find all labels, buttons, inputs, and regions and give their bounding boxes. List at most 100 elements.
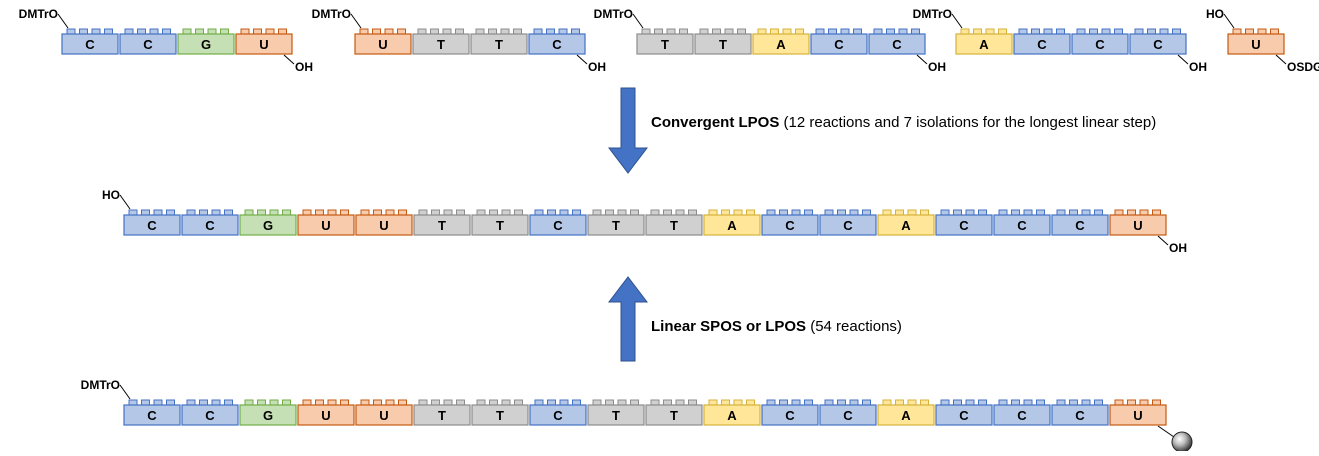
base-block-C: C <box>819 209 877 236</box>
up-arrow-icon <box>607 276 649 362</box>
base-letter: C <box>1037 37 1047 52</box>
base-letter: U <box>379 408 388 423</box>
base-block-A: A <box>877 399 935 426</box>
base-block-U: U <box>354 28 412 55</box>
base-block-T: T <box>412 28 470 55</box>
five-prime-bond <box>350 13 362 29</box>
base-block-T: T <box>470 28 528 55</box>
five-prime-bond <box>119 194 131 210</box>
five-prime-group: DMTrO <box>913 7 952 21</box>
base-letter: T <box>438 218 446 233</box>
base-block-T: T <box>587 399 645 426</box>
base-letter: C <box>85 37 95 52</box>
five-prime-bond <box>632 13 644 29</box>
base-block-C: C <box>528 28 586 55</box>
base-letter: C <box>843 408 853 423</box>
base-block-C: C <box>1051 209 1109 236</box>
base-block-U: U <box>1109 399 1167 426</box>
base-letter: U <box>1133 218 1142 233</box>
three-prime-bond <box>916 54 928 65</box>
convergent-lpos-detail: (12 reactions and 7 isolations for the l… <box>779 114 1157 131</box>
base-letter: C <box>785 218 795 233</box>
base-block-A: A <box>703 399 761 426</box>
base-letter: U <box>378 37 387 52</box>
three-prime-group: OH <box>1169 241 1187 255</box>
base-block-T: T <box>413 209 471 236</box>
five-prime-bond <box>57 13 69 29</box>
base-block-C: C <box>868 28 926 55</box>
five-prime-group: HO <box>1206 7 1224 21</box>
base-block-T: T <box>645 399 703 426</box>
fragment-4: A C C C DMTrO OH <box>913 7 1207 74</box>
base-letter: U <box>321 408 330 423</box>
base-block-U: U <box>1109 209 1167 236</box>
base-letter: G <box>263 218 273 233</box>
base-letter: T <box>670 218 678 233</box>
linear-synthesis-detail: (54 reactions) <box>806 318 902 335</box>
base-letter: G <box>263 408 273 423</box>
base-letter: U <box>1133 408 1142 423</box>
five-prime-bond <box>119 384 131 400</box>
base-block-T: T <box>471 399 529 426</box>
base-letter: C <box>205 408 215 423</box>
base-block-A: A <box>752 28 810 55</box>
base-block-C: C <box>935 209 993 236</box>
base-letter: C <box>143 37 153 52</box>
base-letter: A <box>727 218 737 233</box>
base-letter: C <box>834 37 844 52</box>
base-block-C: C <box>1129 28 1187 55</box>
base-letter: T <box>719 37 727 52</box>
five-prime-group: DMTrO <box>312 7 351 21</box>
base-letter: T <box>495 37 503 52</box>
base-letter: C <box>892 37 902 52</box>
base-block-C: C <box>529 399 587 426</box>
three-prime-bond <box>283 54 295 65</box>
base-block-C: C <box>529 209 587 236</box>
base-block-C: C <box>810 28 868 55</box>
base-block-T: T <box>471 209 529 236</box>
base-block-C: C <box>935 399 993 426</box>
support-linker <box>1157 425 1175 438</box>
base-letter: A <box>776 37 786 52</box>
base-letter: C <box>1095 37 1105 52</box>
base-block-C: C <box>181 209 239 236</box>
base-letter: C <box>1153 37 1163 52</box>
base-letter: C <box>553 218 563 233</box>
three-prime-bond <box>576 54 588 65</box>
convergent-lpos-title: Convergent LPOS <box>651 114 780 131</box>
base-block-T: T <box>587 209 645 236</box>
base-letter: C <box>552 37 562 52</box>
base-letter: C <box>1017 408 1027 423</box>
base-block-G: G <box>177 28 235 55</box>
base-block-T: T <box>636 28 694 55</box>
base-block-T: T <box>694 28 752 55</box>
base-block-A: A <box>877 209 935 236</box>
base-letter: C <box>205 218 215 233</box>
base-block-A: A <box>955 28 1013 55</box>
base-block-C: C <box>993 399 1051 426</box>
down-arrow-icon <box>607 87 649 174</box>
base-block-U: U <box>355 399 413 426</box>
base-block-G: G <box>239 399 297 426</box>
five-prime-bond <box>951 13 963 29</box>
base-letter: C <box>1075 408 1085 423</box>
five-prime-group: HO <box>102 188 120 202</box>
base-letter: T <box>496 408 504 423</box>
base-letter: C <box>959 218 969 233</box>
linear-synthesis-title: Linear SPOS or LPOS <box>651 318 807 335</box>
base-letter: T <box>438 408 446 423</box>
base-letter: T <box>612 408 620 423</box>
base-letter: A <box>979 37 989 52</box>
base-letter: A <box>727 408 737 423</box>
base-letter: U <box>1251 37 1260 52</box>
three-prime-group: OH <box>928 60 946 74</box>
base-letter: C <box>147 408 157 423</box>
base-letter: U <box>321 218 330 233</box>
five-prime-group: DMTrO <box>19 7 58 21</box>
arrows <box>607 87 649 362</box>
base-letter: T <box>437 37 445 52</box>
